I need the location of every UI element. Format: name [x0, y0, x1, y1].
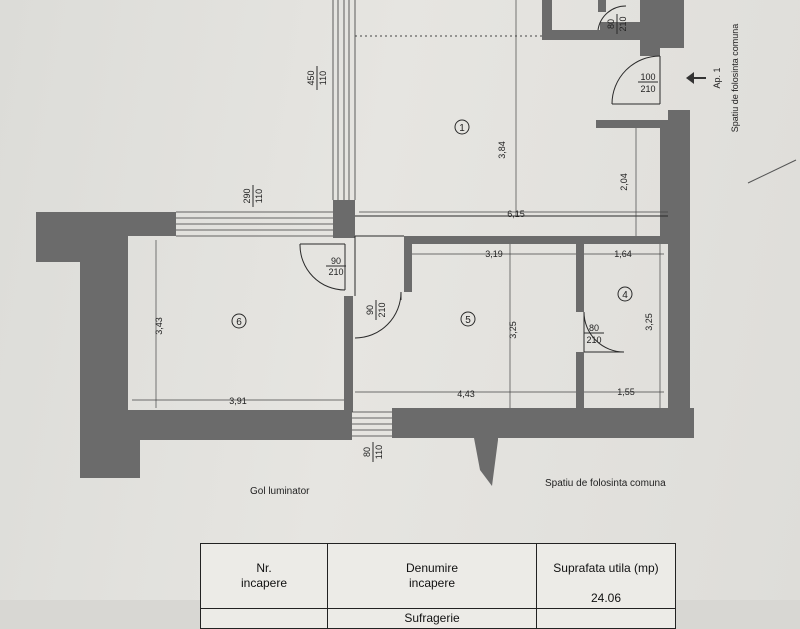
cell-area-empty: [536, 608, 676, 629]
common-space-label: Spatiu de folosinta comuna: [545, 478, 666, 489]
cell-number: [200, 608, 328, 629]
table-row: Sufragerie: [200, 608, 676, 629]
opening-door-room6: 90 210: [326, 256, 346, 277]
svg-text:290: 290: [242, 188, 252, 203]
dim-room5-width-bottom: 4,43: [457, 389, 475, 399]
svg-text:110: 110: [254, 189, 264, 203]
svg-text:90: 90: [331, 256, 341, 266]
wall-north-stub: [598, 0, 606, 12]
svg-text:80: 80: [362, 447, 372, 457]
opening-window-left: 290 110: [242, 185, 264, 207]
column: [333, 200, 355, 238]
svg-text:90: 90: [365, 305, 375, 315]
room-marker-4: [617, 286, 633, 302]
svg-text:80: 80: [606, 19, 616, 29]
svg-text:210: 210: [377, 302, 387, 317]
opening-window-bottom: 80 110: [362, 442, 384, 462]
svg-text:210: 210: [328, 267, 343, 277]
gol-luminator-label: Gol luminator: [250, 486, 310, 497]
dim-room5-height: 3,25: [508, 321, 518, 339]
room-number-5: 5: [465, 315, 471, 326]
dim-room4-width-bottom: 1,55: [617, 387, 635, 397]
col-header-number: Nr. incapere: [200, 543, 328, 609]
cell-area: 24.06: [590, 591, 622, 605]
dim-corridor-height: 2,04: [619, 173, 629, 191]
wall-partition-5-6: [344, 296, 353, 412]
svg-text:210: 210: [586, 335, 601, 345]
table-header-row: Nr. incapere Denumire incapere Suprafata…: [200, 543, 676, 609]
entry-side-label: Spatiu de folosinta comuna: [730, 24, 740, 133]
door-swing-entry: [611, 55, 661, 105]
room-marker-5: [460, 311, 476, 327]
wall-partition-room1: [404, 236, 668, 292]
door-swing-room5: [354, 291, 402, 339]
door-swing-room4: [583, 311, 625, 353]
dim-room1-width: 6,15: [507, 209, 525, 219]
room-marker-1: [454, 119, 470, 135]
door-swing-top-right: [597, 5, 627, 31]
col-header-area: Suprafata utila (mp) 24.06: [536, 543, 676, 609]
dim-room4-width-top: 1,64: [614, 249, 632, 259]
dim-room1-height: 3,84: [497, 141, 507, 159]
entry-label: Ap. 1: [712, 67, 722, 88]
opening-door-top-right: 80 210: [606, 14, 628, 34]
opening-door-room4: 80 210: [584, 323, 604, 345]
opening-window-top-left: 450 110: [306, 66, 328, 90]
wall-partition-4-5-top: [576, 240, 584, 312]
wall-north-east: [542, 0, 684, 56]
dim-room5-width-top: 3,19: [485, 249, 503, 259]
wall-south: [128, 410, 352, 440]
col-header-area-label: Suprafata utila (mp): [553, 561, 659, 575]
dim-room6-height: 3,43: [154, 317, 164, 335]
svg-text:110: 110: [374, 445, 384, 459]
wall-west-block: [36, 212, 176, 478]
room-number-1: 1: [459, 123, 465, 134]
dim-room4-height: 3,25: [644, 313, 654, 331]
door-swing-room6: [299, 243, 346, 291]
svg-text:110: 110: [318, 71, 328, 85]
svg-text:100: 100: [640, 72, 655, 82]
cell-name: Sufragerie: [327, 608, 537, 629]
wall-partition-4-5-bottom: [576, 352, 584, 410]
opening-door-entry: 100 210: [638, 72, 658, 94]
svg-text:80: 80: [589, 323, 599, 333]
room-number-6: 6: [236, 317, 242, 328]
room-number-4: 4: [622, 290, 628, 301]
col-header-name: Denumire incapere: [327, 543, 537, 609]
svg-text:450: 450: [306, 70, 316, 85]
wall-south-east: [392, 408, 694, 486]
room-area-table: Nr. incapere Denumire incapere Suprafata…: [200, 543, 676, 629]
svg-text:210: 210: [618, 16, 628, 31]
dim-room6-width: 3,91: [229, 396, 247, 406]
entry-arrow-icon: [686, 72, 706, 84]
opening-door-room5: 90 210: [365, 300, 387, 320]
wall-east: [596, 110, 690, 438]
pen-mark: [747, 159, 797, 184]
room-marker-6: [231, 313, 247, 329]
svg-text:210: 210: [640, 84, 655, 94]
floor-plan-drawing: 1 4 5 6 3,84 6,15 2,04 3,19 1,64 3,25 3,…: [36, 0, 797, 486]
